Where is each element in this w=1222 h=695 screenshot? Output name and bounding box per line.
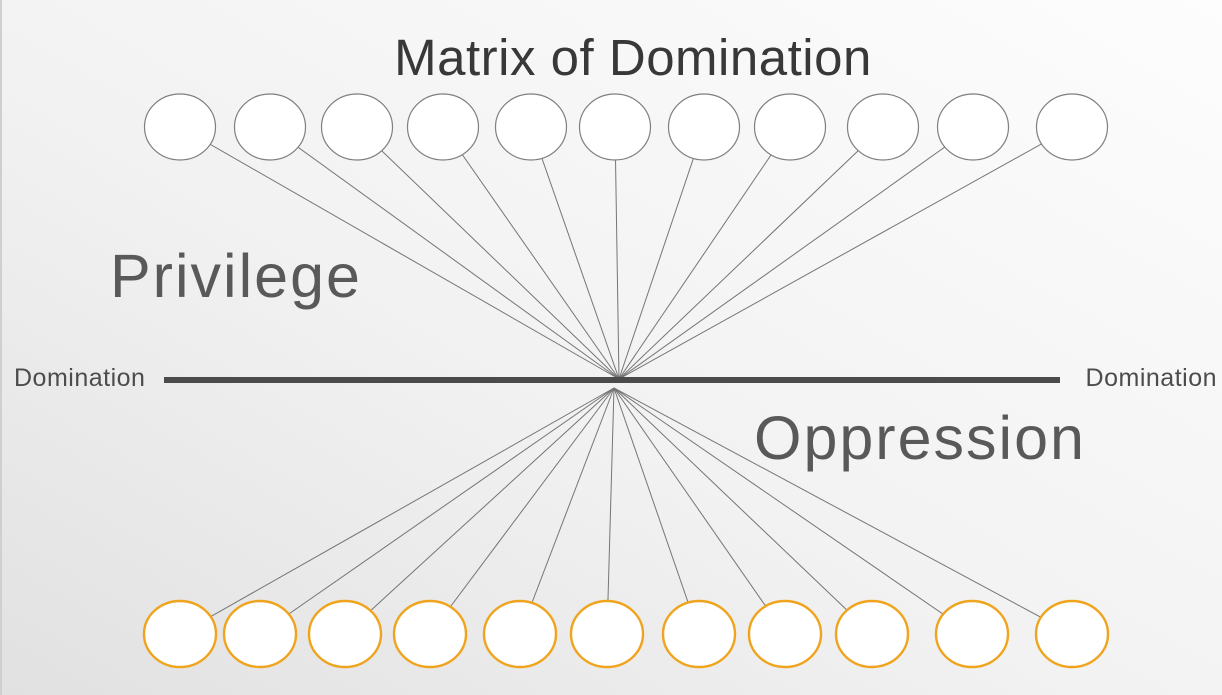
connector-line-top: [356, 126, 620, 380]
bottom-node: [392, 599, 468, 669]
connector-line-bottom: [259, 387, 615, 635]
top-node: [320, 93, 394, 161]
bottom-node: [661, 599, 737, 669]
domination-label-left: Domination: [14, 364, 146, 392]
connector-line-top: [530, 126, 620, 380]
bottom-node: [934, 599, 1010, 669]
bottom-node: [569, 599, 645, 669]
bottom-node: [1034, 599, 1110, 669]
top-node: [667, 93, 741, 161]
connector-line-bottom: [179, 387, 615, 635]
top-node: [494, 93, 568, 161]
connector-line-top: [618, 126, 705, 380]
connector-line-bottom: [613, 387, 1073, 635]
privilege-label: Privilege: [110, 242, 362, 310]
connector-line-bottom: [613, 387, 873, 635]
domination-label-right: Domination: [1085, 364, 1217, 392]
slide-title: Matrix of Domination: [394, 29, 872, 86]
bottom-node: [834, 599, 910, 669]
bottom-node: [482, 599, 558, 669]
top-node: [233, 93, 307, 161]
top-node: [143, 93, 217, 161]
top-node: [936, 93, 1010, 161]
connector-line-top: [618, 126, 884, 380]
connector-line-bottom: [519, 387, 615, 635]
bottom-node: [142, 599, 218, 669]
bottom-node: [307, 599, 383, 669]
connector-line-top: [179, 126, 620, 380]
top-node: [846, 93, 920, 161]
bottom-node: [222, 599, 298, 669]
top-node: [406, 93, 480, 161]
top-node: [753, 93, 827, 161]
connector-line-bottom: [613, 387, 786, 635]
top-node: [1035, 93, 1109, 161]
connector-line-bottom: [344, 387, 615, 635]
connector-line-bottom: [606, 387, 615, 635]
connector-line-top: [614, 126, 620, 380]
connector-line-top: [618, 126, 791, 380]
oppression-label: Oppression: [754, 404, 1086, 472]
connector-line-bottom: [613, 387, 973, 635]
connector-line-bottom: [613, 387, 700, 635]
top-node: [578, 93, 652, 161]
bottom-node: [747, 599, 823, 669]
domination-axis-line: [164, 377, 1060, 383]
connector-line-top: [269, 126, 620, 380]
connector-line-top: [442, 126, 620, 380]
connector-line-top: [618, 126, 1073, 380]
connector-line-top: [618, 126, 974, 380]
connector-line-bottom: [429, 387, 615, 635]
